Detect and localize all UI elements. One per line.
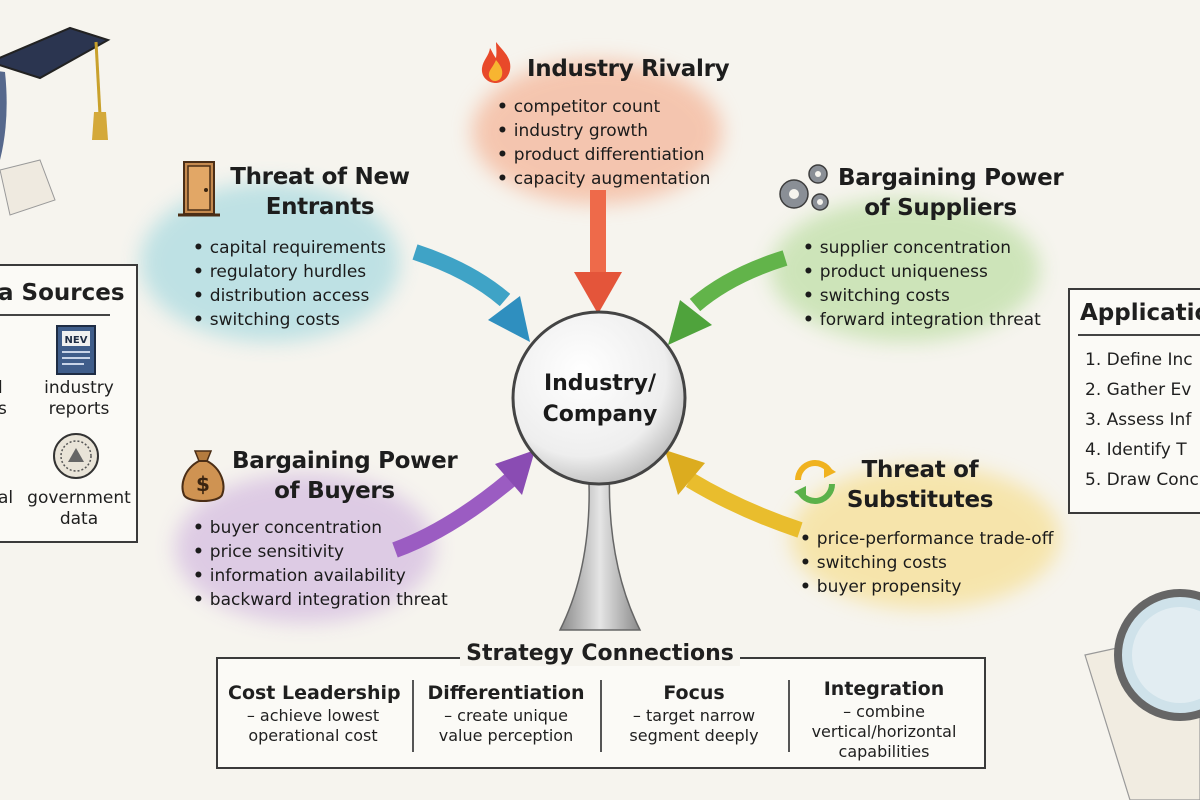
suppliers-item: forward integration threat: [803, 308, 1041, 332]
strategy-detail: – create unique: [444, 706, 568, 725]
svg-text:$: $: [196, 472, 210, 496]
buyers-item: buyer concentration: [193, 516, 448, 540]
suppliers-item: product uniqueness: [803, 260, 1041, 284]
substitutes-item: price-performance trade-off: [800, 527, 1054, 551]
strategy-divider: [412, 680, 414, 752]
report-icon-text: NEV: [65, 335, 88, 346]
application-step: 5. Draw Conc: [1085, 470, 1199, 490]
application-panel: Application 1. Define Inc 2. Gather Ev 3…: [1068, 288, 1200, 514]
strategy-detail: capabilities: [838, 742, 930, 761]
center-sphere: [511, 310, 687, 486]
rivalry-item: capacity augmentation: [497, 167, 711, 191]
magnifier-icon: [1084, 589, 1200, 800]
new-entrants-title-line1: Threat of New: [230, 164, 410, 190]
buyers-item: price sensitivity: [193, 540, 448, 564]
new-entrants-item: switching costs: [193, 308, 386, 332]
cropped-fragment: al: [0, 488, 14, 508]
strategy-detail: – combine: [843, 702, 925, 721]
buyers-title-line2: of Buyers: [274, 478, 395, 504]
buyers-list: buyer concentration price sensitivity in…: [193, 516, 448, 612]
suppliers-title: Bargaining Power of Suppliers: [838, 163, 1064, 223]
center-label: Industry/ Company: [520, 368, 680, 430]
cycle-arrows-icon: [790, 458, 840, 506]
strategy-differentiation: Differentiation – create unique value pe…: [420, 680, 592, 746]
money-bag-icon: $: [178, 447, 228, 505]
application-step: 2. Gather Ev: [1085, 380, 1192, 400]
door-icon: [178, 160, 220, 218]
source-label-government: government data: [26, 488, 132, 530]
strategy-divider: [788, 680, 790, 752]
cropped-fragment: l: [0, 378, 3, 398]
buyers-title: Bargaining Power of Buyers: [232, 446, 458, 506]
gears-icon: [772, 160, 834, 216]
new-entrants-item: distribution access: [193, 284, 386, 308]
center-label-line2: Company: [542, 402, 658, 427]
strategy-detail: – target narrow: [632, 706, 756, 725]
application-step: 4. Identify T: [1085, 440, 1187, 460]
seal-icon: [52, 432, 100, 480]
rivalry-item: competitor count: [497, 95, 710, 119]
strategy-detail: operational cost: [248, 726, 378, 745]
panel-divider: [0, 314, 110, 316]
strategy-divider: [600, 680, 602, 752]
strategy-focus: Focus – target narrow segment deeply: [608, 680, 780, 746]
substitutes-item: buyer propensity: [800, 575, 1053, 599]
substitutes-item: switching costs: [800, 551, 1053, 575]
graduation-cap-icon: [0, 26, 111, 216]
strategy-title: Strategy Connections: [460, 641, 740, 666]
strategy-detail: segment deeply: [629, 726, 759, 745]
rivalry-list: competitor count industry growth product…: [497, 95, 711, 191]
new-entrants-item: capital requirements: [193, 236, 386, 260]
application-title: Application: [1080, 300, 1200, 326]
strategy-heading: Cost Leadership: [228, 682, 401, 704]
strategy-integration: Integration – combine vertical/horizonta…: [794, 676, 974, 762]
rivalry-item: industry growth: [497, 119, 710, 143]
source-label-line: reports: [48, 399, 110, 419]
new-entrants-title-line2: Entrants: [265, 194, 375, 220]
new-entrants-arrow: [412, 244, 530, 342]
new-entrants-title: Threat of New Entrants: [225, 162, 415, 222]
application-step: 3. Assess Inf: [1085, 410, 1192, 430]
source-label-line: data: [59, 509, 99, 529]
source-label-reports: industry reports: [34, 378, 124, 420]
application-step: 1. Define Inc: [1085, 350, 1193, 370]
substitutes-arrow: [665, 450, 803, 538]
strategy-cost-leadership: Cost Leadership – achieve lowest operati…: [228, 680, 401, 746]
suppliers-title-line1: Bargaining Power: [838, 165, 1064, 191]
suppliers-title-line2: of Suppliers: [864, 195, 1017, 221]
buyers-item: backward integration threat: [193, 588, 448, 612]
buyers-title-line1: Bargaining Power: [232, 448, 458, 474]
rivalry-title: Industry Rivalry: [527, 56, 730, 82]
substitutes-title-line2: Substitutes: [846, 487, 994, 513]
center-label-line1: Industry/: [543, 371, 657, 396]
substitutes-title: Threat of Substitutes: [845, 455, 995, 515]
panel-divider: [1078, 334, 1200, 336]
strategy-detail: value perception: [438, 726, 574, 745]
report-icon: NEV: [54, 324, 98, 376]
data-sources-panel: a Sources NEV industry reports governmen…: [0, 264, 138, 543]
strategy-heading: Focus: [663, 682, 725, 704]
new-entrants-list: capital requirements regulatory hurdles …: [193, 236, 386, 332]
strategy-heading: Differentiation: [427, 682, 585, 704]
suppliers-arrow: [668, 250, 788, 345]
suppliers-item: supplier concentration: [803, 236, 1041, 260]
strategy-detail: vertical/horizontal: [811, 722, 957, 741]
data-sources-title: a Sources: [0, 280, 125, 306]
source-label-line: industry: [44, 378, 114, 398]
substitutes-title-line1: Threat of: [861, 457, 979, 483]
buyers-item: information availability: [193, 564, 448, 588]
center-stem: [558, 459, 642, 631]
strategy-heading: Integration: [823, 678, 945, 700]
suppliers-item: switching costs: [803, 284, 1041, 308]
suppliers-list: supplier concentration product uniquenes…: [803, 236, 1041, 332]
rivalry-item: product differentiation: [497, 143, 710, 167]
rivalry-arrow: [574, 190, 622, 314]
strategy-detail: – achieve lowest: [246, 706, 380, 725]
cropped-fragment: s: [0, 399, 7, 419]
substitutes-list: price-performance trade-off switching co…: [800, 527, 1054, 599]
fire-icon: [476, 40, 516, 84]
source-label-line: government: [27, 488, 131, 508]
new-entrants-item: regulatory hurdles: [193, 260, 386, 284]
